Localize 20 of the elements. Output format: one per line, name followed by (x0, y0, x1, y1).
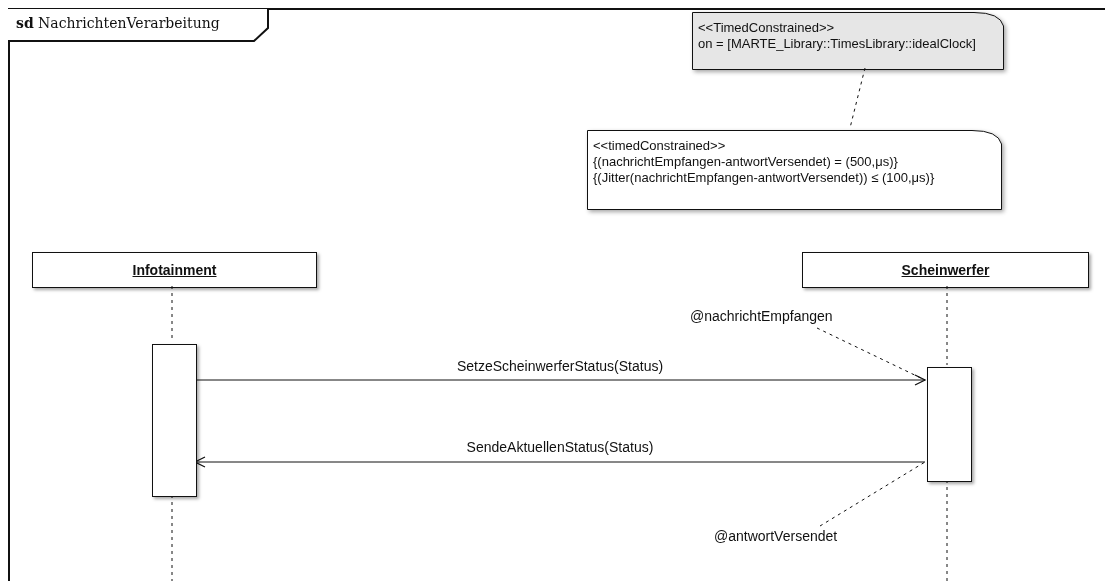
note-text: {(nachrichtEmpfangen-antwortVersendet) = (500,μs)} (593, 154, 898, 170)
lifeline-head (32, 252, 317, 288)
note (587, 130, 1002, 210)
message-label: SendeAktuellenStatus(Status) (464, 439, 656, 455)
frame-border (8, 8, 1105, 581)
lifeline-name: Scheinwerfer (901, 262, 990, 278)
activation-bar (152, 344, 197, 497)
lifeline-name: Infotainment (132, 262, 217, 278)
note-text: <<timedConstrained>> (593, 138, 726, 154)
message-label: SetzeScheinwerferStatus(Status) (454, 358, 666, 374)
note-text: on = [MARTE_Library::TimesLibrary::idealClock] (698, 36, 976, 52)
note-text: {(Jitter(nachrichtEmpfangen-antwortVersendet)) ≤ (100,μs)} (593, 170, 935, 186)
note (692, 12, 1004, 70)
note-text: <<TimedConstrained>> (698, 20, 835, 36)
lifeline-head (802, 252, 1089, 288)
diagram-name: sd NachrichtenVerarbeitung (16, 15, 220, 31)
timing-mark-label: @antwortVersendet (714, 528, 869, 550)
dashed-link (819, 461, 926, 527)
timing-mark-label: @nachrichtEmpfangen (690, 308, 840, 330)
activation-bar (927, 367, 972, 482)
